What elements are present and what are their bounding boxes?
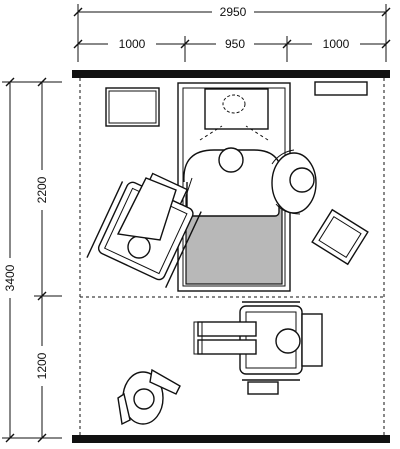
wheelchair-occupant-icon bbox=[193, 321, 301, 355]
wall-cabinet-icon bbox=[314, 81, 368, 96]
pillow-icon bbox=[199, 88, 269, 141]
dimension-top-total: 2950 bbox=[220, 5, 247, 19]
patient-figure-icon bbox=[183, 147, 283, 217]
top-wall bbox=[72, 70, 390, 78]
dimension-top-middle: 950 bbox=[225, 37, 245, 51]
bedside-table-icon bbox=[105, 87, 160, 127]
walking-person-icon bbox=[117, 368, 181, 426]
dimension-top-right: 1000 bbox=[323, 37, 350, 51]
dimension-top-left: 1000 bbox=[119, 37, 146, 51]
dimension-left-upper: 2200 bbox=[35, 176, 49, 203]
chair-icon bbox=[311, 208, 369, 266]
bottom-wall bbox=[72, 435, 390, 443]
wheelchair-occupant-icon bbox=[116, 177, 177, 259]
dimension-left-lower: 1200 bbox=[35, 352, 49, 379]
caregiver-figure-icon bbox=[271, 149, 317, 215]
dimension-left-total: 3400 bbox=[3, 264, 17, 291]
